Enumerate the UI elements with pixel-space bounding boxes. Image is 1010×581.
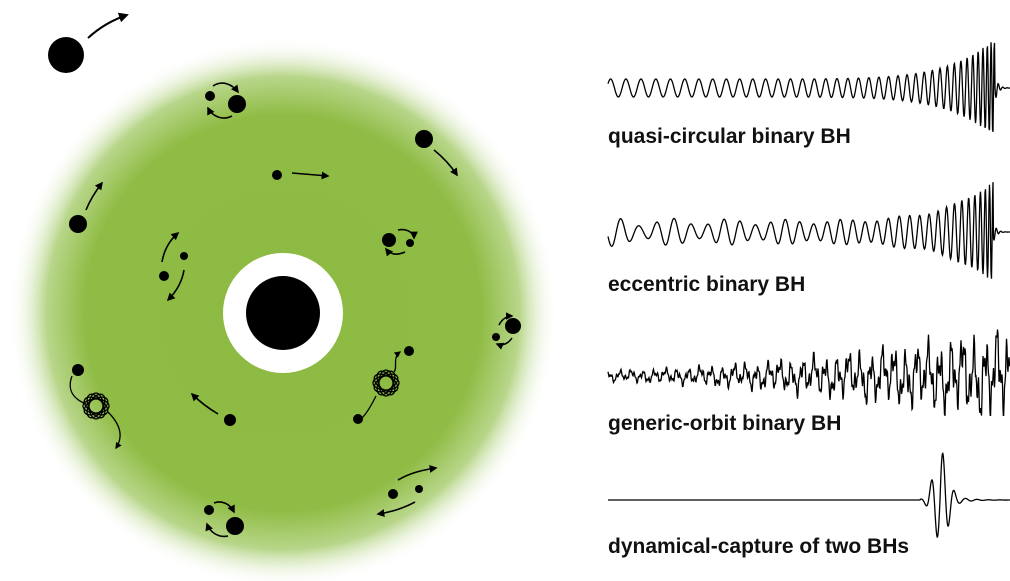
waveform-label-generic-orbit: generic-orbit binary BH [608,412,841,436]
waveform-label-quasi-circular: quasi-circular binary BH [608,125,851,149]
waveform-trace [608,182,1010,279]
waveform-quasi-circular [600,30,1010,140]
black-hole-icon [48,37,84,73]
agn-disk-diagram [0,0,570,581]
waveform-trace [608,42,1010,132]
waveform-trace [608,330,1010,417]
waveform-trace [608,453,1010,537]
waveform-label-dynamical-capture: dynamical-capture of two BHs [608,535,909,559]
supermassive-black-hole-icon [246,276,320,350]
waveform-label-eccentric: eccentric binary BH [608,273,805,297]
waveform-dynamical-capture [600,448,1010,548]
motion-arrow-icon [88,15,127,38]
escaping-black-hole [48,15,127,73]
waveform-generic-orbit [600,316,1010,416]
waveform-eccentric [600,176,1010,286]
